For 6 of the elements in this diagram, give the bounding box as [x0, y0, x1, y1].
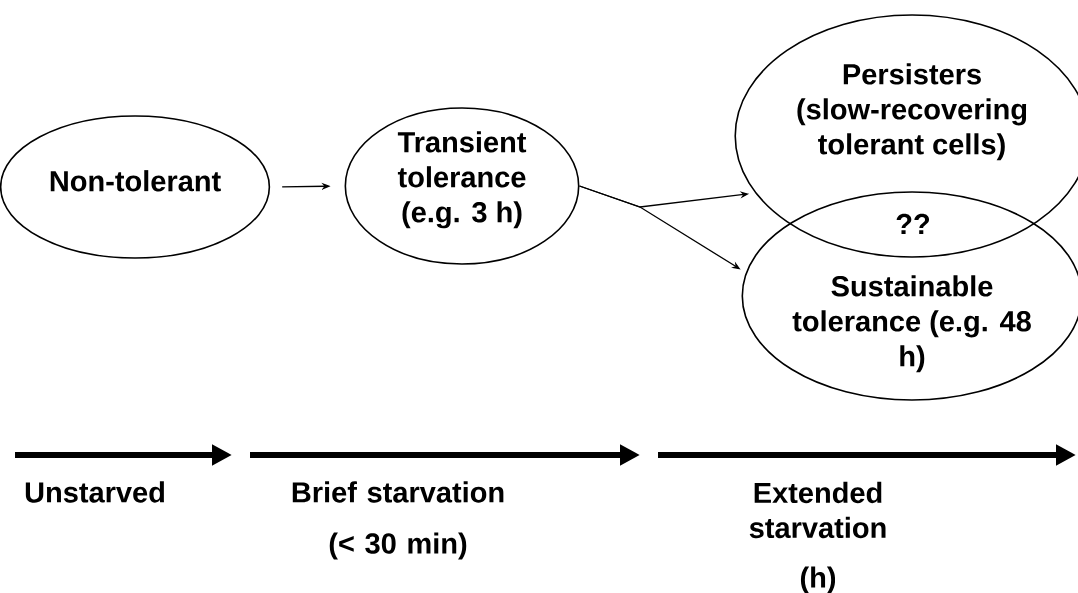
label-text: Brief starvation: [292, 481, 504, 503]
label-text: Extended starvation: [749, 481, 886, 539]
label-text: ??: [896, 213, 930, 235]
label-text: (< 30 min): [329, 532, 467, 560]
label-text: Unstarved: [25, 481, 164, 503]
label-text: (h): [800, 566, 836, 593]
